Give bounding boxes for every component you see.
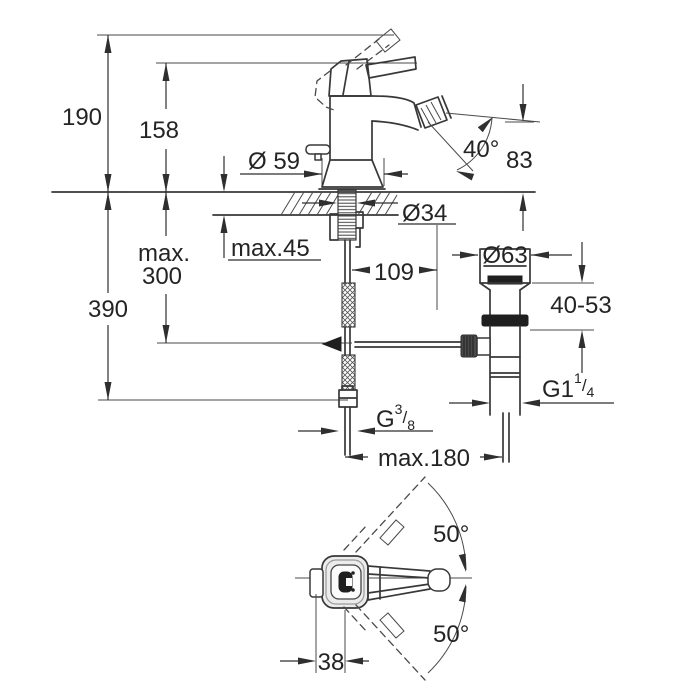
aerator (415, 95, 452, 129)
drain-assembly (460, 248, 531, 463)
dimension-390: 390 (88, 192, 128, 400)
lever-cap (427, 568, 451, 592)
top-view: 50° 50° 38 (280, 476, 472, 681)
lever-top (367, 565, 431, 601)
dim-label-38: 38 (318, 649, 345, 676)
dim-label-g3-eighth: G3/8 (376, 401, 415, 433)
dimension-dia59: Ø 59 (240, 148, 408, 178)
handle-raised-ghost (314, 28, 401, 111)
threaded-shank (337, 189, 357, 241)
dim-label-83: 83 (506, 147, 533, 174)
faucet-body (329, 95, 373, 161)
handle-rear-tab (309, 568, 324, 598)
dim-label-dia63: Ø63 (482, 242, 527, 269)
dimension-max45: max.45 (220, 156, 321, 262)
dimension-max180: max.180 (345, 445, 502, 472)
pivot-knob (460, 334, 478, 358)
hose-braid-upper (341, 282, 356, 328)
dimension-190: 190 (62, 35, 112, 192)
dimension-50deg-lower: 50° (427, 584, 469, 674)
dimension-40-53: 40-53 (550, 242, 612, 373)
handle-block (328, 58, 372, 97)
dimension-dia63: Ø63 (452, 242, 572, 269)
dimension-38: 38 (280, 594, 369, 676)
escutcheon (318, 159, 386, 190)
dim-label-50-lower: 50° (433, 621, 469, 648)
dimension-109: 109 (352, 259, 437, 286)
dim-label-g1-quarter: G11/4 (542, 370, 595, 403)
hose-nut (338, 385, 358, 408)
front-view: 190 158 390 max. 300 max.45 Ø 59 (51, 28, 614, 472)
dim-label-max180: max.180 (378, 445, 470, 472)
dim-label-dia59: Ø 59 (248, 148, 300, 175)
mounting-and-hose (329, 189, 364, 456)
dimension-158: 158 (139, 63, 179, 192)
dim-label-190: 190 (62, 104, 102, 131)
dimension-g3-eighth: G3/8 (298, 401, 433, 435)
dimension-50deg-upper: 50° (427, 482, 469, 572)
dim-label-dia34: Ø34 (402, 200, 447, 227)
hose-braid-lower (341, 354, 356, 391)
counter-section (51, 191, 536, 216)
dim-label-300: 300 (142, 263, 182, 290)
dimension-g1-quarter: G11/4 (449, 370, 614, 407)
dim-label-max: max. (138, 240, 190, 267)
dimension-40deg: 40° (427, 112, 541, 181)
dim-label-50-upper: 50° (433, 521, 469, 548)
dim-label-40deg: 40° (463, 136, 499, 163)
waste-locknut (481, 314, 529, 327)
dimension-dia34: Ø34 (302, 199, 456, 227)
dimension-83: 83 (506, 84, 533, 231)
dim-label-390: 390 (88, 296, 128, 323)
dimension-max300: max. 300 (138, 192, 190, 343)
handle-lever (365, 56, 417, 79)
dim-label-40-53: 40-53 (550, 292, 611, 319)
handle-top (309, 555, 451, 609)
handle-swing-ghost (343, 476, 426, 681)
spout (371, 95, 422, 131)
popup-knob-rear (305, 144, 331, 155)
waste-plug (487, 275, 523, 285)
faucet-front (305, 28, 452, 190)
dim-label-109: 109 (374, 259, 414, 286)
dim-label-158: 158 (139, 117, 179, 144)
pivot-housing (476, 337, 491, 356)
dim-label-max45: max.45 (231, 235, 310, 262)
popup-rod (321, 336, 463, 352)
